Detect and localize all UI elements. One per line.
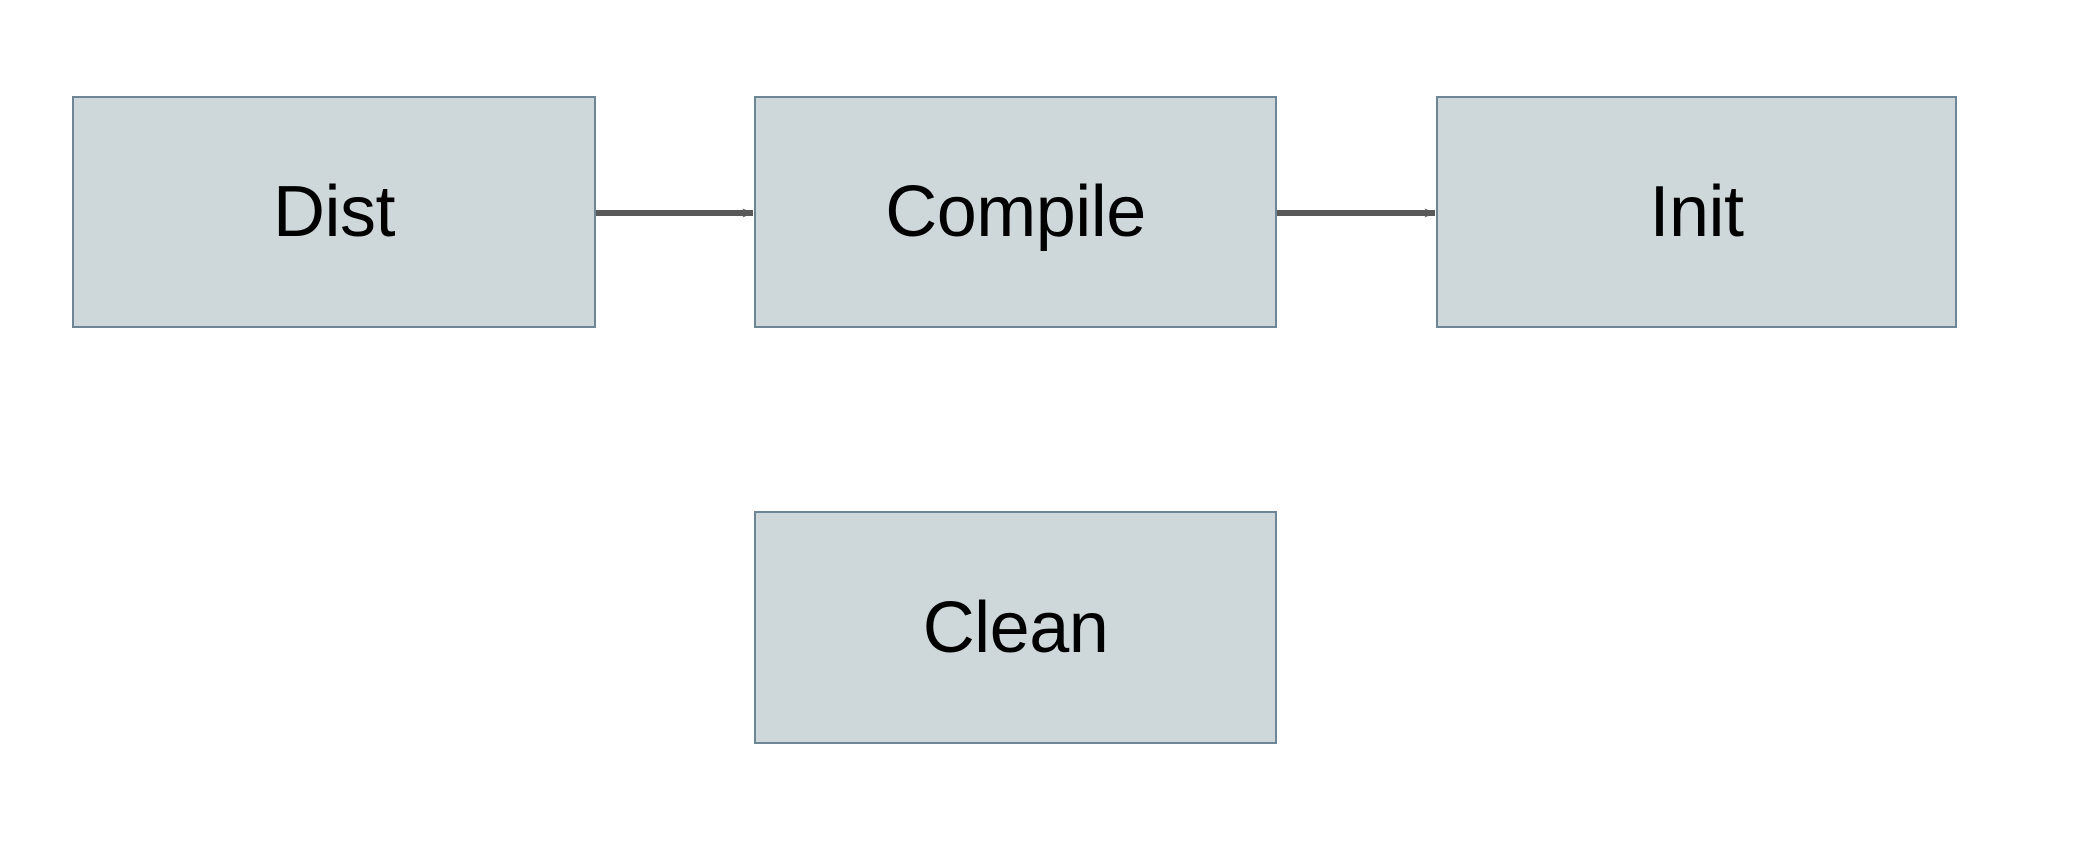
- node-compile-label: Compile: [885, 172, 1146, 252]
- node-init-label: Init: [1649, 172, 1744, 252]
- node-dist-label: Dist: [273, 172, 396, 252]
- node-compile[interactable]: Compile: [754, 96, 1277, 328]
- node-clean-label: Clean: [922, 587, 1109, 668]
- node-init[interactable]: Init: [1436, 96, 1957, 328]
- node-dist[interactable]: Dist: [72, 96, 596, 328]
- node-clean[interactable]: Clean: [754, 511, 1277, 744]
